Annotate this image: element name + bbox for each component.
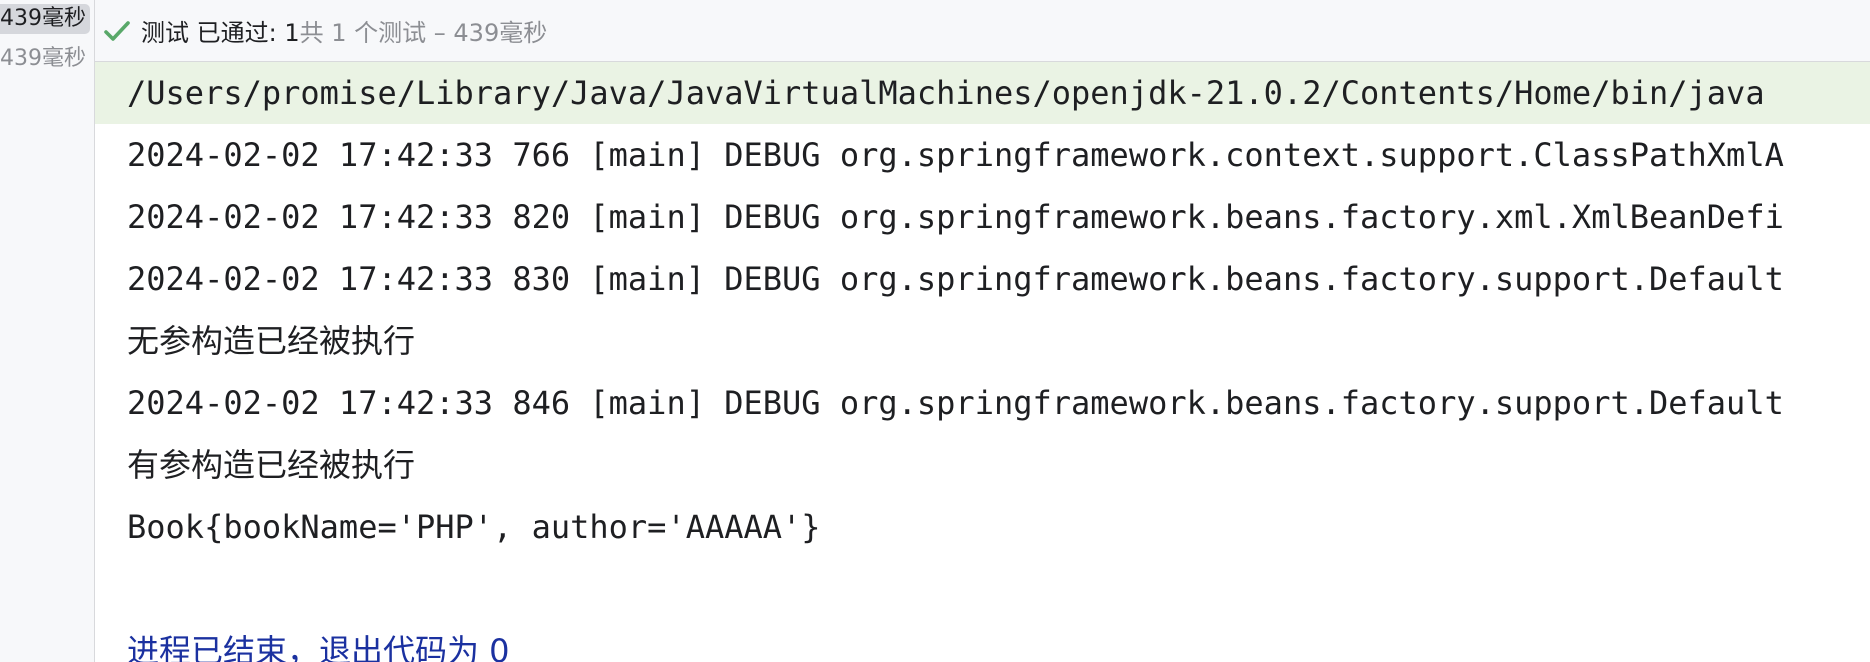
process-exit-message: 进程已结束，退出代码为 0 bbox=[127, 632, 510, 662]
test-tree-panel: 439毫秒 439毫秒 bbox=[0, 0, 95, 662]
console-line: 2024-02-02 17:42:33 830 [main] DEBUG org… bbox=[127, 260, 1784, 298]
test-status-bar: 测试 已通过: 1 共 1 个测试 – 439毫秒 bbox=[95, 0, 1870, 62]
tests-summary: 共 1 个测试 – 439毫秒 bbox=[299, 19, 548, 47]
tests-passed-label: 测试 已通过: 1 bbox=[141, 19, 300, 47]
console-line: 无参构造已经被执行 bbox=[127, 322, 416, 360]
test-tree-child-time[interactable]: 439毫秒 bbox=[0, 46, 86, 71]
console-line: 2024-02-02 17:42:33 820 [main] DEBUG org… bbox=[127, 198, 1784, 236]
console-line: 有参构造已经被执行 bbox=[127, 446, 416, 484]
check-icon bbox=[104, 20, 130, 41]
console-output[interactable]: /Users/promise/Library/Java/JavaVirtualM… bbox=[95, 62, 1870, 662]
console-command-line[interactable]: /Users/promise/Library/Java/JavaVirtualM… bbox=[95, 62, 1870, 124]
console-line: 2024-02-02 17:42:33 766 [main] DEBUG org… bbox=[127, 136, 1784, 174]
console-line: 2024-02-02 17:42:33 846 [main] DEBUG org… bbox=[127, 384, 1784, 422]
test-tree-root-time[interactable]: 439毫秒 bbox=[0, 4, 90, 34]
console-line: Book{bookName='PHP', author='AAAAA'} bbox=[127, 508, 821, 546]
